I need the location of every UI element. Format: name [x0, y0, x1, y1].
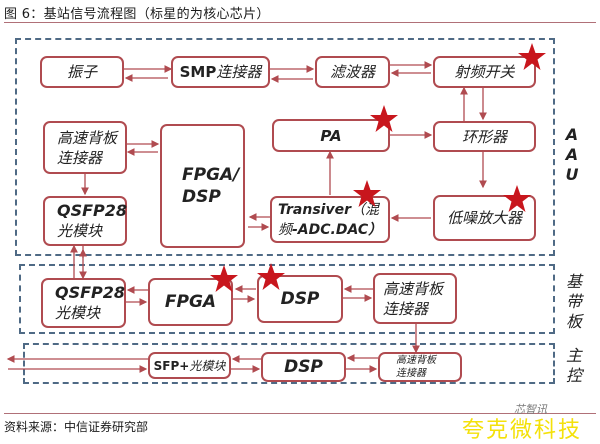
mc-dsp-box: DSP: [261, 352, 346, 382]
title-divider: [4, 22, 596, 23]
bb-fpga-label: FPGA: [164, 292, 217, 312]
aau-label-char: A: [565, 145, 579, 164]
figure-title: 图 6：基站信号流程图（标星的为核心芯片）: [4, 7, 270, 22]
baseband-zone: [19, 264, 555, 334]
smp-label-cn: 连接器: [216, 63, 262, 81]
baseband-label-char: 带: [565, 292, 582, 311]
bb-backplane-line1: 高速背板: [383, 279, 444, 298]
transceiver-label-en: Transiver: [278, 201, 351, 218]
core-chip-star-icon: [370, 105, 398, 132]
main-control-label-char: 主: [565, 346, 582, 365]
main-control-zone: [23, 343, 555, 384]
backplane-line1: 高速背板: [57, 128, 118, 147]
watermark-large: 夸克微科技: [462, 418, 583, 443]
baseband-label-char: 基: [565, 272, 582, 291]
aau-zone: [15, 38, 555, 256]
sfp-plus-label-en: SFP+: [153, 358, 190, 373]
aau-label-char: U: [565, 165, 579, 184]
bb-dsp-label: DSP: [280, 289, 320, 309]
circulator-label: 环形器: [461, 127, 507, 146]
aau-qsfp28-box: QSFP28 光模块: [43, 196, 127, 246]
mc-backplane-connector-box: 高速背板 连接器: [378, 352, 462, 382]
bb-qsfp28-line1: QSFP28: [55, 283, 126, 302]
transceiver-label-cn1: （混: [351, 201, 379, 218]
core-chip-star-icon: [518, 43, 546, 70]
mc-dsp-label: DSP: [284, 357, 323, 377]
aau-zone-label: A A U: [560, 125, 584, 185]
oscillator-label: 振子: [66, 63, 97, 81]
transceiver-label-en2: -ADC.DAC）: [292, 221, 383, 238]
qsfp28-line2: 光模块: [57, 222, 103, 240]
lna-box: 低噪放大器: [433, 195, 536, 241]
bb-backplane-connector-box: 高速背板 连接器: [373, 273, 457, 324]
fpga-dsp-box: FPGA/ DSP: [160, 124, 245, 248]
circulator-box: 环形器: [433, 121, 536, 152]
bb-backplane-line2: 连接器: [383, 299, 429, 318]
core-chip-star-icon: [257, 263, 285, 290]
pa-label: PA: [320, 126, 342, 145]
filter-label: 滤波器: [329, 63, 375, 81]
mc-backplane-line2: 连接器: [396, 368, 426, 379]
baseband-zone-label: 基 带 板: [562, 272, 586, 332]
qsfp28-line1: QSFP28: [57, 201, 128, 220]
bb-qsfp28-box: QSFP28 光模块: [41, 278, 126, 328]
core-chip-star-icon: [353, 180, 381, 207]
oscillator-box: 振子: [40, 56, 124, 88]
aau-backplane-connector-box: 高速背板 连接器: [43, 121, 127, 174]
sfp-plus-box: SFP+光模块: [148, 352, 231, 379]
fpga-dsp-line2: DSP: [182, 187, 221, 207]
bb-qsfp28-line2: 光模块: [55, 304, 101, 322]
watermark-small: 芯智讯: [514, 403, 547, 416]
main-control-zone-label: 主 控: [562, 346, 586, 386]
pa-box: PA: [272, 119, 390, 152]
core-chip-star-icon: [503, 185, 531, 212]
main-control-label-char: 控: [565, 366, 582, 385]
baseband-label-char: 板: [565, 312, 582, 331]
lna-label: 低噪放大器: [446, 209, 522, 227]
filter-box: 滤波器: [315, 56, 390, 88]
rf-switch-label: 射频开关: [454, 63, 515, 81]
smp-label-en: SMP: [179, 63, 217, 81]
aau-label-char: A: [565, 125, 579, 144]
rf-switch-box: 射频开关: [433, 56, 536, 88]
core-chip-star-icon: [210, 265, 238, 292]
sfp-plus-label-cn: 光模块: [189, 358, 226, 373]
transceiver-box: Transiver（混 频-ADC.DAC）: [270, 196, 390, 243]
footer-divider: [4, 413, 596, 414]
mc-backplane-line1: 高速背板: [396, 355, 436, 366]
backplane-line2: 连接器: [57, 148, 103, 167]
source-note: 资料来源：中信证券研究部: [4, 420, 149, 434]
transceiver-label-cn2: 频: [278, 221, 292, 238]
fpga-dsp-line1: FPGA/: [182, 165, 240, 185]
